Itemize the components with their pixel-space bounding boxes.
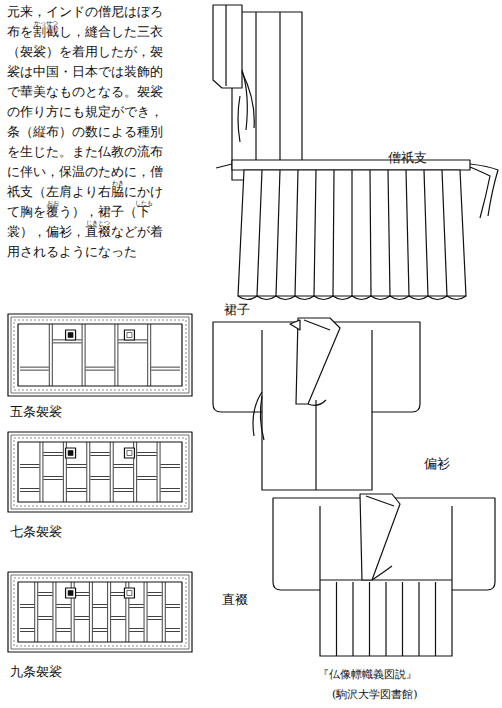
sogishi-figure: [213, 5, 302, 180]
furigana: わき: [112, 180, 124, 186]
kunzu-figure: [216, 160, 498, 300]
garment-name: 直裰: [222, 592, 248, 608]
body-text: 元来，インドの僧尼はぼろ布を割截し，縫合した三衣（袈裟）を着用したが，袈裟は中国…: [7, 2, 164, 262]
furigana: かっせつ: [34, 20, 58, 26]
garment-name: 裙子: [224, 302, 250, 318]
source-title: 『仏像幖幟義図説』: [318, 668, 417, 682]
furigana: したも: [135, 200, 153, 206]
jikitotsu-figure: [273, 494, 495, 656]
furigana: おお: [47, 200, 59, 206]
garment-name: 僧祇支: [388, 150, 427, 166]
kesa-name: 九条袈裟: [10, 664, 62, 680]
kesa-figures: [8, 314, 192, 652]
kesa-name: 五条袈裟: [10, 404, 62, 420]
source-library: (駒沢大学図書館): [332, 688, 418, 702]
kesa-name: 七条袈裟: [10, 524, 62, 540]
furigana: じきとつ: [86, 220, 110, 226]
garment-name: 偏衫: [424, 456, 450, 472]
hensan-figure: [213, 318, 420, 490]
